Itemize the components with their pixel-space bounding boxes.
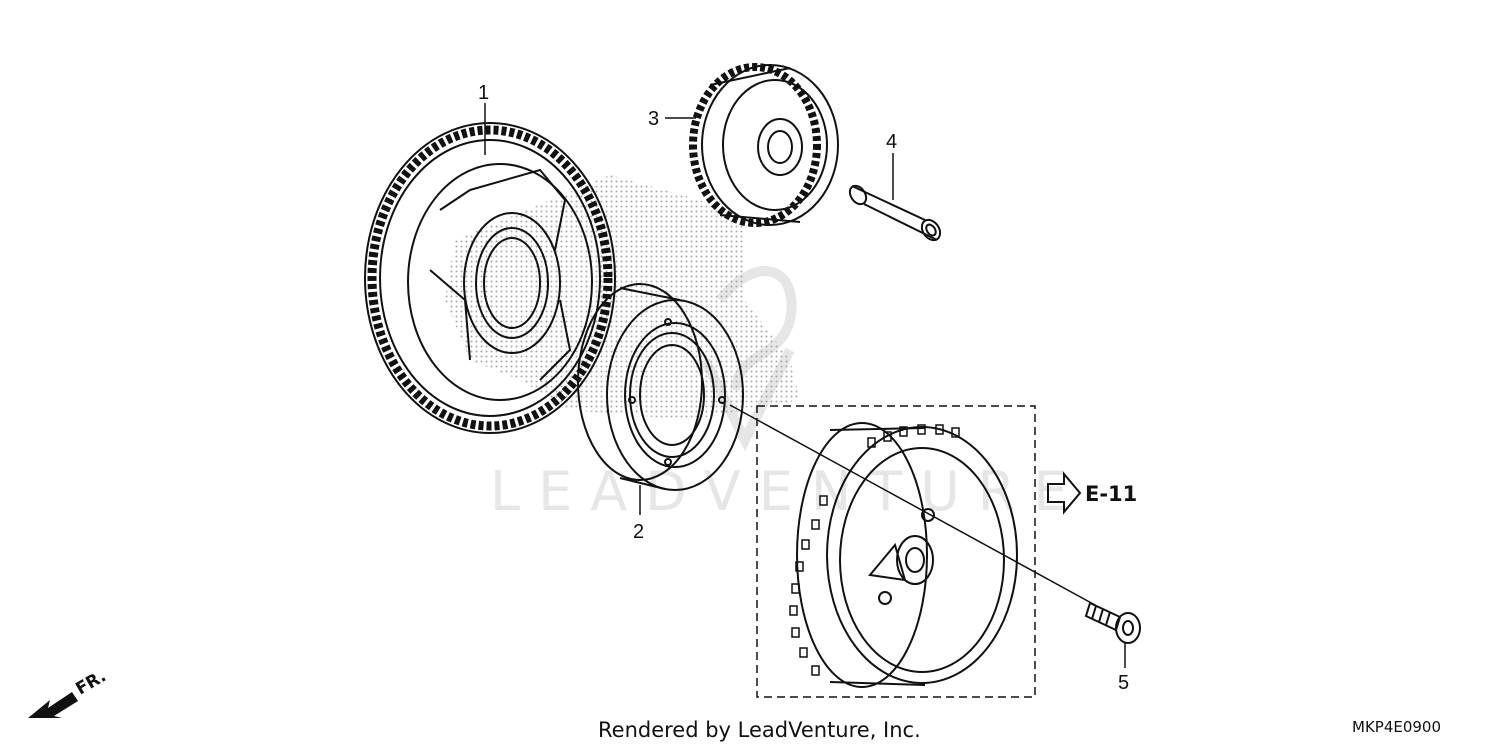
callout-4: 4 (886, 131, 897, 153)
reference-label[interactable]: E-11 (1085, 482, 1137, 506)
part-1-large-gear (364, 122, 616, 434)
flywheel (796, 422, 1018, 688)
callout-5: 5 (1118, 672, 1129, 694)
assembly-axis-line (729, 404, 1096, 606)
callout-3: 3 (648, 108, 659, 130)
part-3-small-gear (689, 63, 839, 227)
callout-2: 2 (633, 521, 644, 543)
render-credit: Rendered by LeadVenture, Inc. (598, 718, 921, 742)
part-5-bolt (1084, 601, 1141, 644)
callout-1: 1 (478, 82, 489, 104)
front-direction-arrow-icon (28, 692, 78, 718)
flywheel-tooth-marks (789, 424, 960, 676)
reference-arrow-icon (1047, 471, 1082, 515)
flywheel-reference-box (756, 405, 1036, 698)
part-4-shaft (848, 184, 942, 242)
dotted-shading (445, 175, 800, 420)
part-2-starter-clutch (577, 283, 744, 491)
front-direction-label: FR. (73, 666, 110, 699)
diagram-code: MKP4E0900 (1352, 718, 1442, 736)
